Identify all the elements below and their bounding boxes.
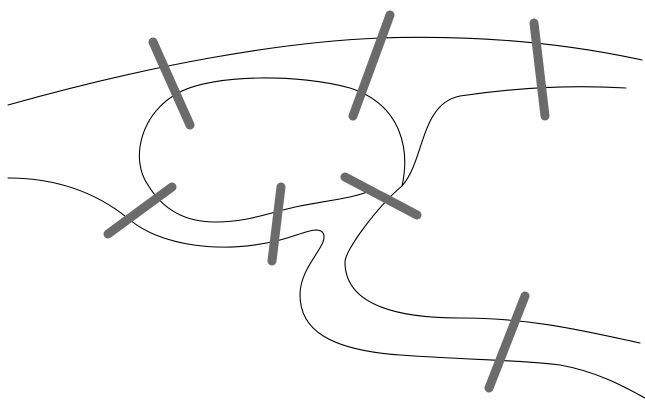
loop-curve bbox=[345, 87, 640, 343]
bar-2 bbox=[353, 15, 390, 116]
bar-5 bbox=[272, 187, 281, 261]
bar-7 bbox=[489, 296, 525, 388]
bar-1 bbox=[153, 42, 190, 125]
bar-3 bbox=[534, 23, 545, 116]
lower-channel-curve bbox=[8, 178, 645, 398]
